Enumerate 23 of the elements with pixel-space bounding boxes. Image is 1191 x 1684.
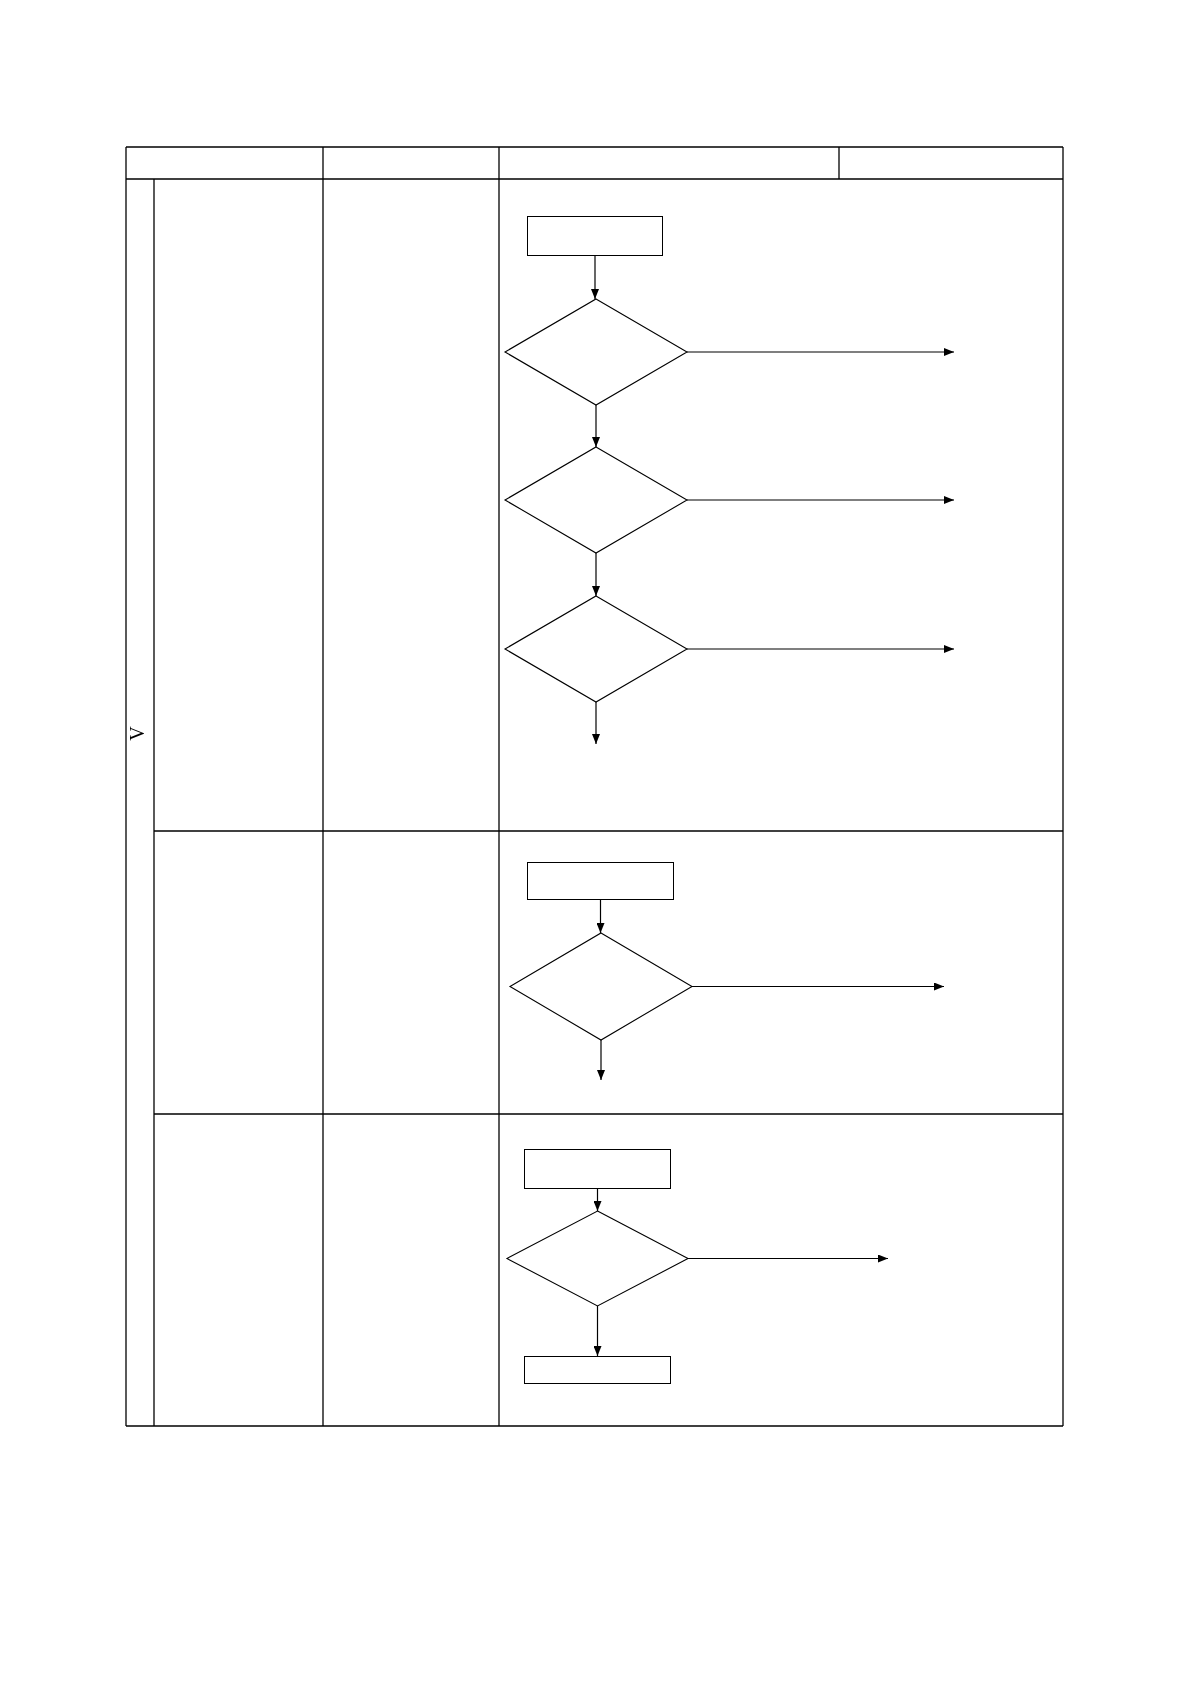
arrow: [592, 701, 600, 745]
decision-diamond: [505, 299, 687, 405]
arrow: [687, 1254, 889, 1263]
arrow: [686, 348, 955, 356]
decision-diamond: [505, 447, 687, 553]
process-box: [527, 216, 663, 256]
arrow: [591, 255, 599, 300]
process-box: [524, 1149, 671, 1189]
process-box: [524, 1356, 671, 1384]
arrow: [596, 899, 605, 934]
arrow: [593, 1188, 602, 1212]
arrow: [686, 645, 955, 653]
decision-diamond: [507, 1211, 688, 1306]
arrow: [597, 1039, 605, 1081]
arrow: [592, 552, 600, 597]
arrow: [686, 496, 955, 504]
arrow: [691, 982, 945, 991]
arrow: [592, 404, 600, 448]
arrow: [593, 1305, 602, 1357]
row-label: V: [125, 726, 149, 741]
process-box: [527, 862, 674, 900]
decision-diamond: [505, 596, 687, 702]
decision-diamond: [510, 933, 692, 1040]
